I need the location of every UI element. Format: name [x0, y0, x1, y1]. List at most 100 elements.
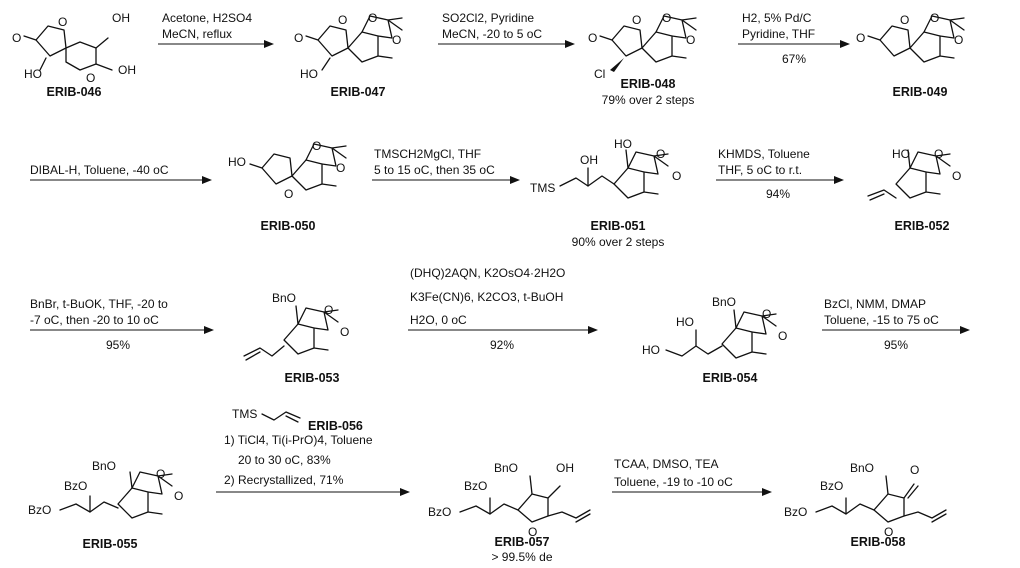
erib-055-bzo-1: BzO: [28, 503, 51, 517]
erib-050-o-2: O: [336, 161, 345, 175]
erib-046-ho: HO: [24, 67, 42, 81]
erib-048-o-1: O: [632, 13, 641, 27]
structure-erib-048: O O O O Cl ERIB-048 79% over 2 steps: [588, 11, 697, 107]
erib-058-o-ring: O: [884, 525, 893, 539]
step-11-line-1: TCAA, DMSO, TEA: [614, 457, 718, 471]
erib-055-bno: BnO: [92, 459, 116, 473]
erib-050-ho: HO: [228, 155, 246, 169]
erib-058-label: ERIB-058: [851, 535, 906, 549]
erib-046-o-1: O: [58, 15, 67, 29]
erib-052-o-2: O: [952, 169, 961, 183]
arrow-step-8: [408, 326, 598, 334]
step-1-line-2: MeCN, reflux: [162, 27, 232, 41]
erib-056-label: ERIB-056: [308, 419, 363, 433]
structure-erib-058: BzO BzO BnO O O ERIB-058: [784, 461, 947, 549]
arrow-step-1: [158, 40, 274, 48]
erib-051-o-1: O: [656, 147, 665, 161]
structure-erib-053: BnO O O ERIB-053: [243, 291, 349, 385]
erib-046-oh-1: OH: [112, 11, 130, 25]
structure-erib-052: HO O O ERIB-052: [867, 147, 961, 233]
erib-048-yield: 79% over 2 steps: [602, 93, 695, 107]
erib-055-bzo-2: BzO: [64, 479, 87, 493]
erib-054-label: ERIB-054: [703, 371, 758, 385]
step-3-line-2: Pyridine, THF: [742, 27, 815, 41]
erib-057-bzo-2: BzO: [464, 479, 487, 493]
erib-055-label: ERIB-055: [83, 537, 138, 551]
tms-label: TMS: [232, 407, 257, 421]
structure-erib-055: BzO BzO BnO O O ERIB-055: [28, 459, 183, 551]
erib-048-o-2: O: [588, 31, 597, 45]
erib-058-bzo-1: BzO: [784, 505, 807, 519]
step-4-line-1: DIBAL-H, Toluene, -40 oC: [30, 163, 169, 177]
erib-048-cl: Cl: [594, 67, 605, 81]
erib-052-ho: HO: [892, 147, 910, 161]
structure-erib-047: O O O O HO ERIB-047: [294, 11, 403, 99]
reaction-arrows: [30, 40, 970, 496]
structure-erib-057: BzO BzO BnO OH O ERIB-057 > 99.5% de: [428, 461, 591, 564]
allyl-double-bond: [285, 415, 299, 423]
step-10-line-1: 1) TiCl4, Ti(i-PrO)4, Toluene: [224, 433, 373, 447]
erib-051-label: ERIB-051: [591, 219, 646, 233]
reagent-erib-056: TMS ERIB-056: [232, 407, 363, 433]
erib-047-o-2: O: [294, 31, 303, 45]
erib-049-o-1: O: [900, 13, 909, 27]
erib-054-o-1: O: [762, 307, 771, 321]
structure-erib-050: HO O O O ERIB-050: [228, 139, 347, 233]
arrow-step-7: [30, 326, 214, 334]
erib-050-o-3: O: [284, 187, 293, 201]
arrow-step-4: [30, 176, 212, 184]
erib-048-o-3: O: [662, 11, 671, 25]
erib-051-o-2: O: [672, 169, 681, 183]
step-10-line-3: 2) Recrystallized, 71%: [224, 473, 344, 487]
step-2-line-2: MeCN, -20 to 5 oC: [442, 27, 542, 41]
step-7-line-2: -7 oC, then -20 to 10 oC: [30, 313, 159, 327]
structure-erib-046: O O OH OH HO O ERIB-046: [12, 11, 136, 99]
erib-046-o-3: O: [86, 71, 95, 85]
erib-055-o-1: O: [156, 467, 165, 481]
erib-048-o-4: O: [686, 33, 695, 47]
arrow-step-10: [216, 488, 410, 496]
structure-erib-051: TMS OH HO O O ERIB-051 90% over 2 steps: [530, 137, 681, 249]
erib-046-o-2: O: [12, 31, 21, 45]
erib-058-o-ketone: O: [910, 463, 919, 477]
step-6-line-1: KHMDS, Toluene: [718, 147, 810, 161]
arrow-step-9: [822, 326, 970, 334]
erib-051-tms: TMS: [530, 181, 555, 195]
erib-046-oh-2: OH: [118, 63, 136, 77]
step-conditions: Acetone, H2SO4 MeCN, reflux SO2Cl2, Pyri…: [30, 11, 939, 489]
step-9-yield: 95%: [884, 338, 908, 352]
erib-046-label: ERIB-046: [47, 85, 102, 99]
arrow-step-6: [716, 176, 844, 184]
erib-051-oh-1: OH: [580, 153, 598, 167]
erib-055-o-2: O: [174, 489, 183, 503]
step-2-line-1: SO2Cl2, Pyridine: [442, 11, 534, 25]
erib-053-o-1: O: [324, 303, 333, 317]
step-8-line-1: (DHQ)2AQN, K2OsO4·2H2O: [410, 266, 565, 280]
step-3-line-1: H2, 5% Pd/C: [742, 11, 812, 25]
erib-050-label: ERIB-050: [261, 219, 316, 233]
erib-049-o-3: O: [930, 11, 939, 25]
erib-047-o-3: O: [368, 11, 377, 25]
step-7-line-1: BnBr, t-BuOK, THF, -20 to: [30, 297, 168, 311]
erib-049-label: ERIB-049: [893, 85, 948, 99]
step-6-yield: 94%: [766, 187, 790, 201]
arrow-step-5: [372, 176, 520, 184]
erib-047-label: ERIB-047: [331, 85, 386, 99]
step-8-line-3: H2O, 0 oC: [410, 313, 467, 327]
erib-050-o-1: O: [312, 139, 321, 153]
erib-047-o-4: O: [392, 33, 401, 47]
step-8-yield: 92%: [490, 338, 514, 352]
erib-047-ho: HO: [300, 67, 318, 81]
erib-057-o-ring: O: [528, 525, 537, 539]
step-3-yield: 67%: [782, 52, 806, 66]
step-9-line-1: BzCl, NMM, DMAP: [824, 297, 926, 311]
structure-erib-054: HO HO BnO O O ERIB-054: [642, 295, 787, 385]
arrow-step-3: [738, 40, 850, 48]
erib-051-yield: 90% over 2 steps: [572, 235, 665, 249]
step-7-yield: 95%: [106, 338, 130, 352]
step-5-line-2: 5 to 15 oC, then 35 oC: [374, 163, 495, 177]
erib-052-label: ERIB-052: [895, 219, 950, 233]
erib-058-bno: BnO: [850, 461, 874, 475]
erib-052-o-1: O: [934, 147, 943, 161]
